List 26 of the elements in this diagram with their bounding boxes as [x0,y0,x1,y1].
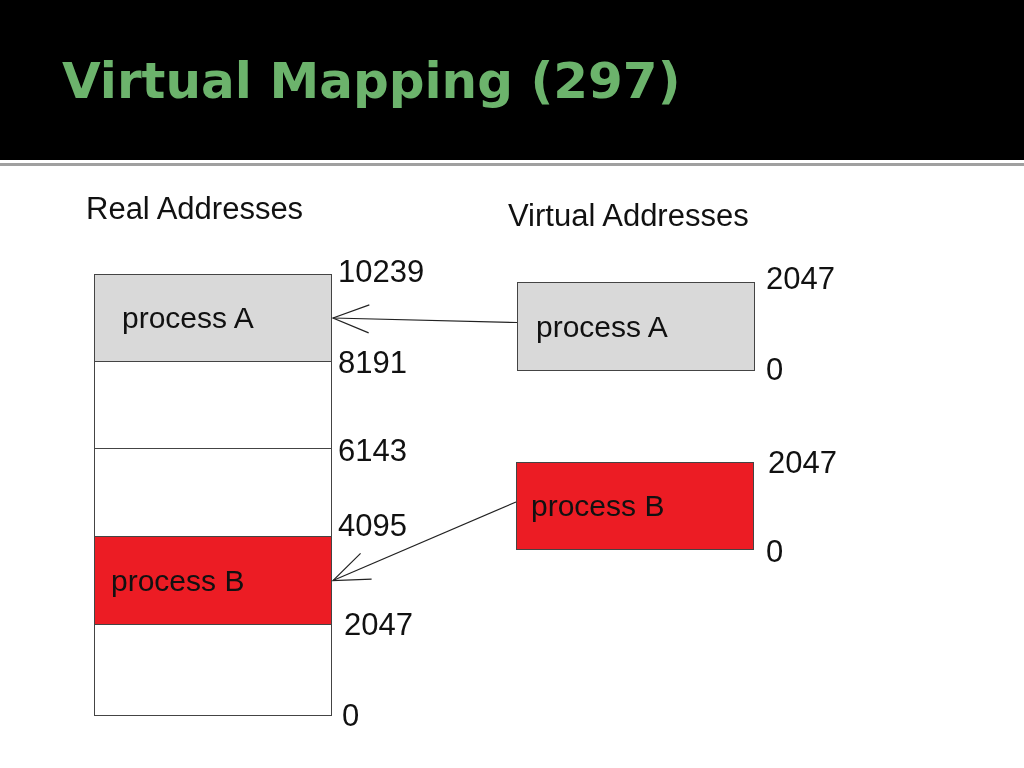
memory-segment [94,624,332,716]
memory-segment [94,361,332,449]
address-value: 0 [766,536,784,567]
column-heading: Virtual Addresses [508,200,749,231]
memory-block [517,282,755,371]
address-value: 2047 [344,609,413,640]
address-value: 2047 [766,263,835,294]
slide-title: Virtual Mapping (297) [62,52,681,110]
address-value: 6143 [338,435,407,466]
memory-block [516,462,754,550]
column-heading: Real Addresses [86,193,304,224]
block-label: process A [122,301,254,335]
address-value: 8191 [338,347,407,378]
address-value: 0 [766,354,784,385]
address-value: 2047 [768,447,837,478]
block-label: process A [536,309,668,344]
block-label: process B [531,489,665,523]
arrow [332,501,517,582]
address-value: 4095 [338,510,407,541]
memory-block [94,536,332,625]
address-value: 10239 [338,256,425,287]
arrow [332,304,518,334]
memory-segment [94,448,332,537]
memory-block [94,274,332,362]
block-label: process B [111,563,245,598]
address-value: 0 [342,700,360,731]
